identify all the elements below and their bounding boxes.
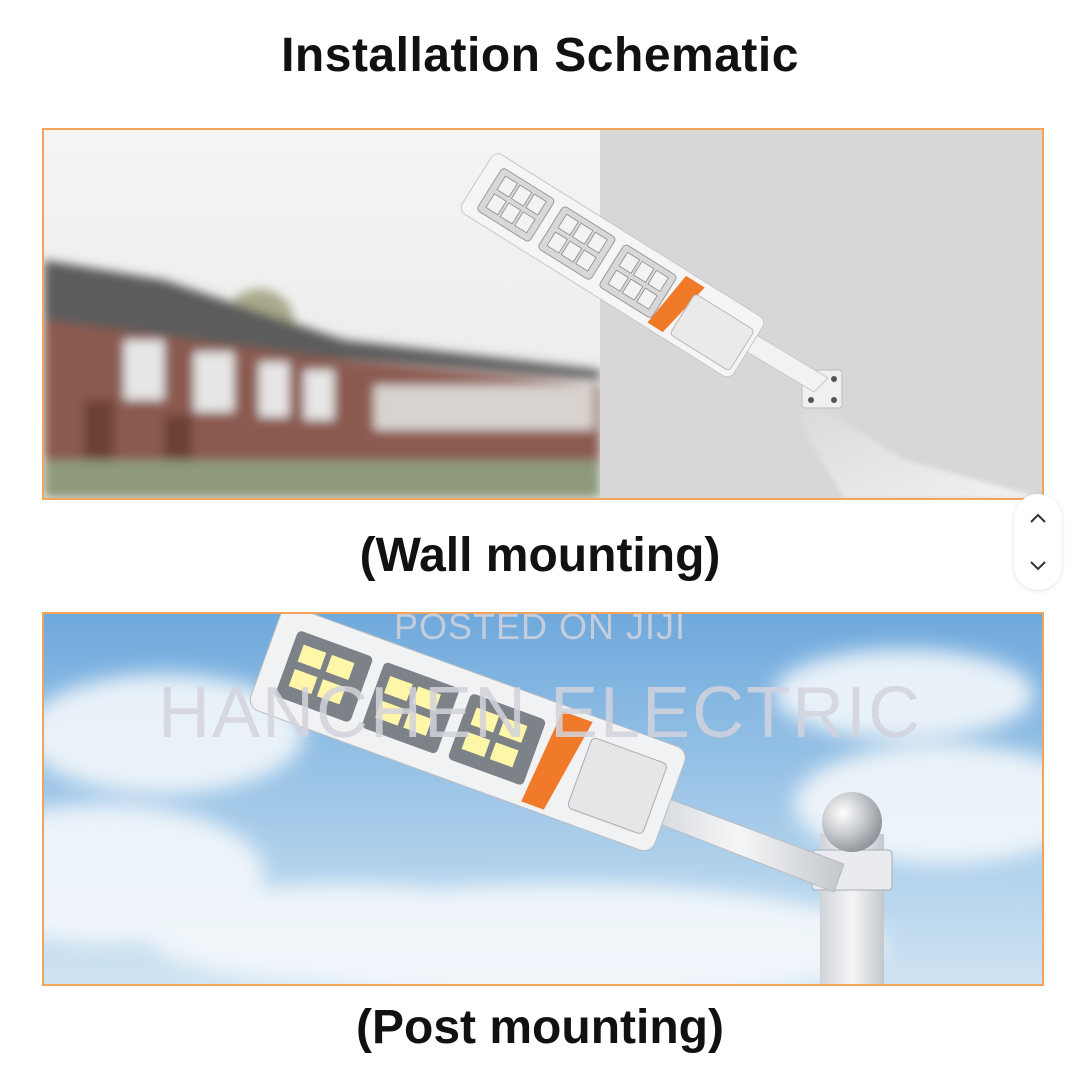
- page-title: Installation Schematic: [281, 29, 799, 82]
- wall-mounting-caption: (Wall mounting): [359, 529, 721, 582]
- post-mounting-caption: (Post mounting): [356, 1001, 724, 1054]
- blurred-houses: [44, 260, 600, 498]
- street-lamp-post: [249, 614, 686, 852]
- post-mounting-illustration: [44, 614, 1042, 984]
- chevron-down-icon: [1030, 561, 1046, 571]
- scroll-down-button[interactable]: [1014, 542, 1062, 590]
- post-mounting-image: [42, 612, 1044, 986]
- street-lamp-wall: [460, 153, 765, 378]
- wall-mounting-illustration: [44, 130, 1042, 498]
- clouds: [44, 649, 1042, 984]
- chevron-up-icon: [1030, 513, 1046, 523]
- image-scroll-control: [1014, 494, 1062, 590]
- scroll-up-button[interactable]: [1014, 494, 1062, 542]
- wall-mounting-image: [42, 128, 1044, 500]
